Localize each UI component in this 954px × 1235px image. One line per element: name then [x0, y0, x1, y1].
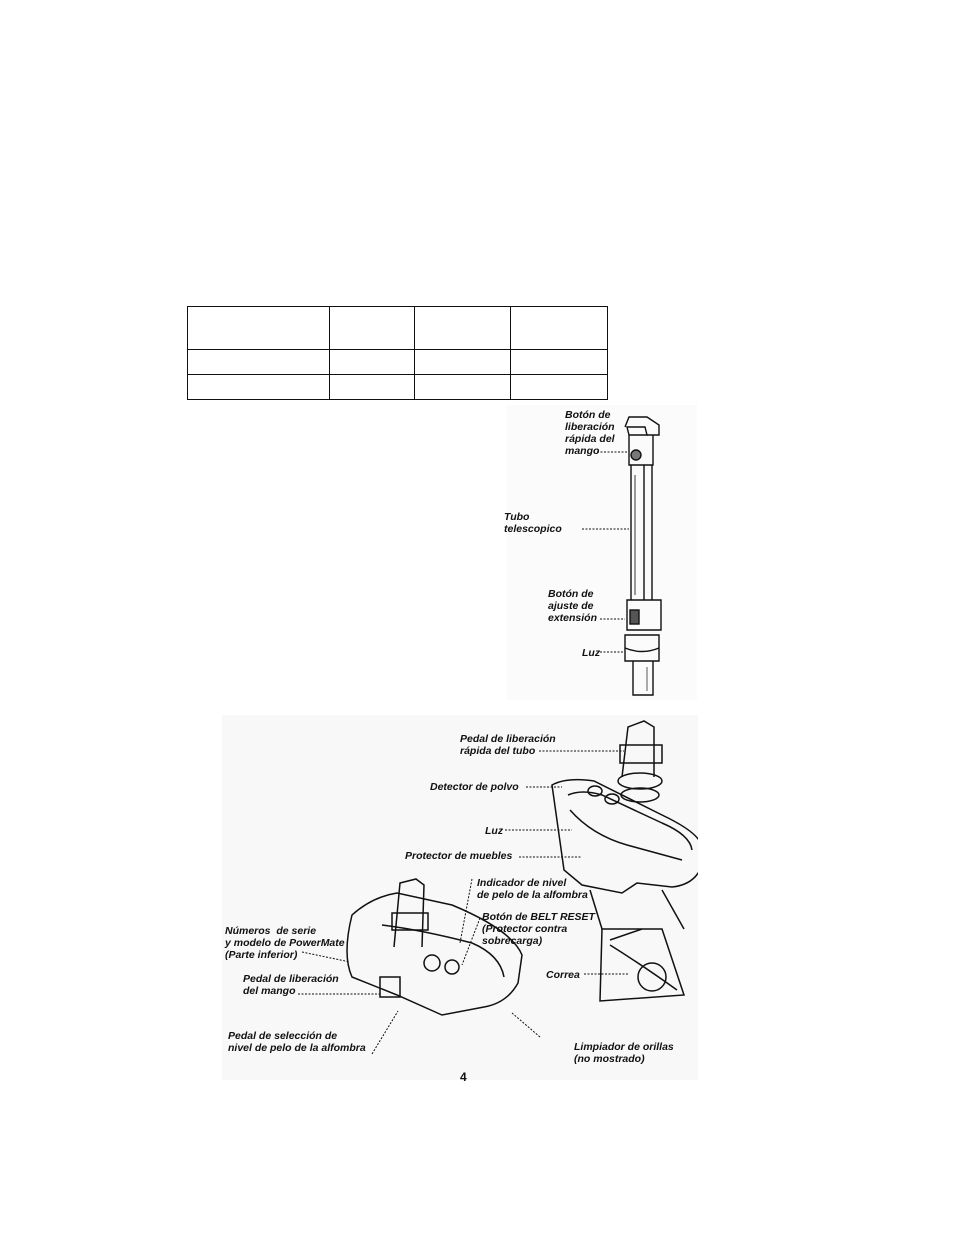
light-label: Luz: [582, 647, 601, 659]
belt-label: Correa: [546, 969, 580, 981]
table-cell: [510, 306, 608, 350]
table-cell: [510, 349, 608, 375]
table-cell: [329, 349, 415, 375]
wand-figure: Botón de liberación rápida del mango Tub…: [504, 405, 697, 700]
table-row: [187, 306, 608, 350]
dust-detector-label: Detector de polvo: [430, 781, 519, 793]
table-cell: [329, 374, 415, 400]
table-row: [187, 349, 608, 375]
extension-button-label: Botón de ajuste de extensión: [548, 588, 598, 624]
pile-indicator-label: Indicador de nivel de pelo de la alfombr…: [477, 877, 588, 901]
furniture-guard-label: Protector de muebles: [405, 850, 513, 862]
wand-illustration: [507, 405, 697, 700]
powermate-figure: Pedal de liberación rápida del tubo Dete…: [222, 715, 698, 1080]
table-cell: [187, 306, 330, 350]
belt-reset-label: Botón de BELT RESET (Protector contra so…: [482, 911, 595, 947]
telescopic-tube-label: Tubo telescopico: [504, 511, 562, 535]
handle-release-pedal-label: Pedal de liberación del mango: [243, 973, 339, 997]
table-cell: [414, 349, 511, 375]
pile-selector-pedal-label: Pedal de selección de nivel de pelo de l…: [228, 1030, 366, 1054]
edge-cleaner-label: Limpiador de orillas (no mostrado): [574, 1041, 674, 1065]
powermate-illustration: [222, 715, 698, 1080]
page-number: 4: [460, 1070, 467, 1084]
table-row: [187, 374, 608, 400]
table-cell: [329, 306, 415, 350]
table-cell: [510, 374, 608, 400]
table-cell: [414, 306, 511, 350]
table-cell: [187, 349, 330, 375]
table-cell: [187, 374, 330, 400]
tube-release-pedal-label: Pedal de liberación rápida del tubo: [460, 733, 556, 757]
handle-release-label: Botón de liberación rápida del mango: [565, 409, 615, 457]
table-cell: [414, 374, 511, 400]
spec-table: [187, 306, 608, 400]
light-label: Luz: [485, 825, 504, 837]
serial-numbers-label: Números de serie y modelo de PowerMate (…: [225, 925, 345, 961]
